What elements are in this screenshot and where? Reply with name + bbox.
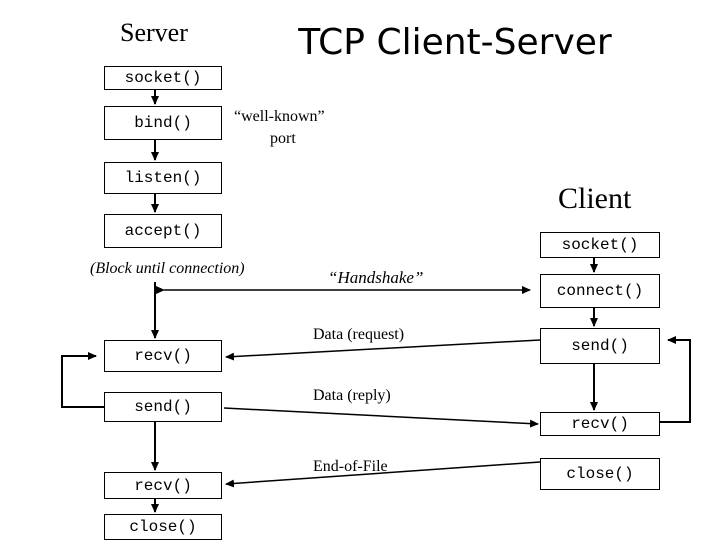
client-close-box: close(): [540, 458, 660, 490]
client-heading: Client: [558, 182, 632, 215]
client-recv-box: recv(): [540, 412, 660, 436]
eof-arrow: [225, 461, 541, 488]
data-reply-arrow: [223, 407, 539, 428]
well-known-note: “well-known”: [234, 108, 325, 125]
server-loop-line: [61, 352, 104, 408]
data-request-arrow: [225, 339, 541, 361]
server-bind-box: bind(): [104, 106, 222, 140]
server-heading: Server: [120, 18, 188, 47]
server-listen-box: listen(): [104, 162, 222, 194]
client-socket-box: socket(): [540, 232, 660, 258]
server-recv2-box: recv(): [104, 472, 222, 499]
page-title: TCP Client-Server: [298, 22, 612, 63]
eof-note: End-of-File: [313, 458, 388, 475]
server-recv-box: recv(): [104, 340, 222, 372]
server-accept-box: accept(): [104, 214, 222, 248]
data-request-note: Data (request): [313, 326, 405, 343]
handshake-note: “Handshake”: [328, 268, 424, 287]
server-send-box: send(): [104, 392, 222, 422]
port-note: port: [270, 130, 296, 147]
server-close-box: close(): [104, 514, 222, 540]
client-send-box: send(): [540, 328, 660, 364]
client-connect-box: connect(): [540, 274, 660, 308]
data-reply-note: Data (reply): [313, 387, 391, 404]
server-socket-box: socket(): [104, 66, 222, 90]
block-note: (Block until connection): [90, 260, 245, 277]
client-loop-line: [660, 336, 691, 423]
